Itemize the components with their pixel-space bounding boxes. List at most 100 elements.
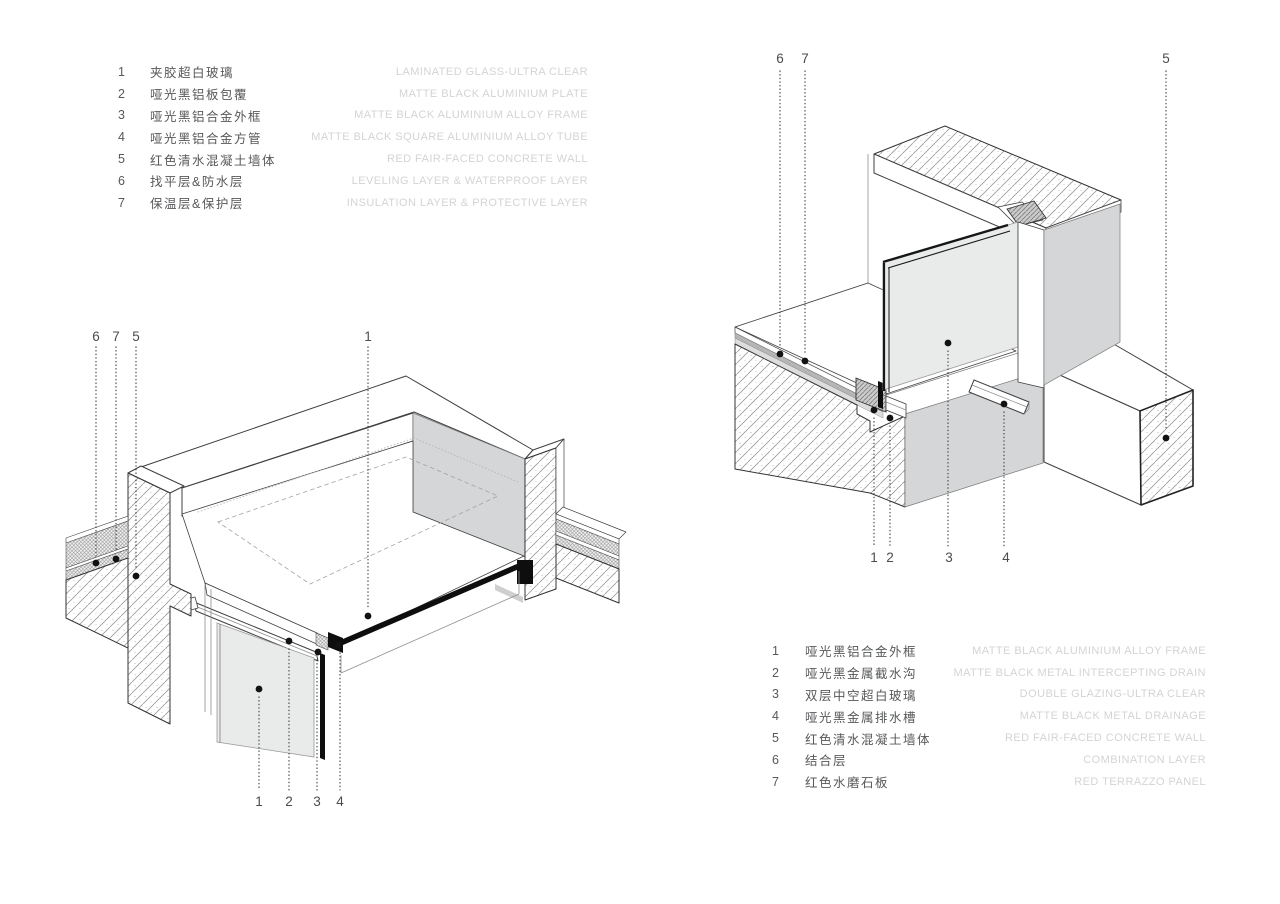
legend-row: 3 双层中空超白玻璃 DOUBLE GLAZING-ULTRA CLEAR bbox=[756, 684, 1206, 706]
legend-item-english: LAMINATED GLASS-ULTRA CLEAR bbox=[395, 65, 588, 78]
legend-item-number: 3 bbox=[772, 687, 779, 702]
glazing-inner-pane-edge bbox=[887, 230, 1011, 269]
legend-row: 2 哑光黑铝板包覆 MATTE BLACK ALUMINIUM PLATE bbox=[100, 83, 588, 105]
intercepting-drain-slot bbox=[885, 395, 907, 419]
concrete-block-end-hatch bbox=[1139, 389, 1194, 506]
legend-row: 2 哑光黑金属截水沟 MATTE BLACK METAL INTERCEPTIN… bbox=[756, 662, 1206, 684]
legend-item-number: 4 bbox=[772, 709, 779, 724]
mullion-strip bbox=[1017, 221, 1045, 389]
legend-row: 4 哑光黑铝合金方管 MATTE BLACK SQUARE ALUMINIUM … bbox=[100, 126, 588, 148]
legend-row: 1 哑光黑铝合金外框 MATTE BLACK ALUMINIUM ALLOY F… bbox=[756, 640, 1206, 662]
legend-row: 1 夹胶超白玻璃 LAMINATED GLASS-ULTRA CLEAR bbox=[100, 61, 588, 83]
right-detail-drawing: 6 7 5 1 2 3 4 bbox=[734, 51, 1194, 565]
legend-item-number: 3 bbox=[118, 108, 125, 123]
legend-item-chinese: 哑光黑铝合金外框 bbox=[805, 645, 918, 660]
recess-shadow bbox=[495, 584, 523, 603]
legend-item-english: MATTE BLACK ALUMINIUM ALLOY FRAME bbox=[972, 644, 1206, 657]
legend-item-number: 5 bbox=[118, 152, 125, 167]
legend-item-chinese: 红色水磨石板 bbox=[805, 776, 890, 791]
callout-label: 5 bbox=[1162, 51, 1170, 66]
drain-slot-line bbox=[885, 401, 907, 411]
legend-item-number: 2 bbox=[772, 665, 779, 680]
leader-dot bbox=[132, 572, 140, 580]
legend-item-chinese: 哑光黑铝合金方管 bbox=[150, 131, 263, 146]
leader-dot bbox=[801, 357, 809, 365]
right-wall-side-strip bbox=[555, 438, 565, 515]
wall-corner-lines bbox=[204, 585, 212, 715]
left-slab-layers bbox=[65, 515, 129, 649]
legend-item-chinese: 哑光黑金属截水沟 bbox=[805, 667, 918, 682]
legend-left: 1 夹胶超白玻璃 LAMINATED GLASS-ULTRA CLEAR 2 哑… bbox=[100, 61, 588, 214]
legend-item-chinese: 红色清水混凝土墙体 bbox=[805, 732, 932, 747]
legend-item-number: 5 bbox=[772, 731, 779, 746]
channel-fold-line bbox=[971, 384, 1030, 415]
glass-edge-bar bbox=[343, 563, 519, 645]
legend-item-english: RED TERRAZZO PANEL bbox=[1074, 775, 1206, 788]
legend-item-english: MATTE BLACK ALUMINIUM PLATE bbox=[399, 87, 588, 100]
leader-dot bbox=[1162, 434, 1170, 442]
legend-item-english: LEVELING LAYER & WATERPROOF LAYER bbox=[351, 174, 588, 187]
legend-item-english: MATTE BLACK METAL INTERCEPTING DRAIN bbox=[953, 666, 1206, 679]
legend-item-chinese: 双层中空超白玻璃 bbox=[805, 688, 918, 703]
callout-label: 3 bbox=[313, 794, 321, 809]
laminated-glass-panel bbox=[216, 622, 315, 758]
frame-stub bbox=[878, 381, 883, 409]
square-tube-end bbox=[517, 560, 533, 584]
leader-dot bbox=[335, 641, 343, 649]
legend-item-number: 4 bbox=[118, 130, 125, 145]
callout-label: 6 bbox=[92, 329, 100, 344]
legend-item-chinese: 哑光黑金属排水槽 bbox=[805, 710, 918, 725]
legend-item-chinese: 哑光黑铝板包覆 bbox=[150, 88, 249, 103]
legend-item-chinese: 找平层&防水层 bbox=[150, 175, 244, 190]
callout-label: 7 bbox=[112, 329, 120, 344]
legend-row: 7 保温层&保护层 INSULATION LAYER & PROTECTIVE … bbox=[100, 192, 588, 214]
legend-item-english: RED FAIR-FACED CONCRETE WALL bbox=[1004, 732, 1206, 745]
double-glazing-panel bbox=[882, 221, 1019, 391]
legend-row: 7 红色水磨石板 RED TERRAZZO PANEL bbox=[756, 771, 1206, 793]
plate-fold-line bbox=[194, 605, 318, 657]
callout-label: 2 bbox=[285, 794, 293, 809]
glazing-bottom-lines bbox=[882, 352, 1019, 397]
legend-row: 5 红色清水混凝土墙体 RED FAIR-FACED CONCRETE WALL bbox=[756, 727, 1206, 749]
floor-slab-concrete-hatch bbox=[734, 343, 906, 508]
legend-item-number: 2 bbox=[118, 86, 125, 101]
soffit-step-lines bbox=[340, 571, 520, 674]
floor-drain-dotted-line bbox=[197, 437, 519, 513]
left-concrete-wall-hatch bbox=[127, 472, 192, 725]
alloy-frame-seat bbox=[315, 632, 329, 651]
slab-concrete-hatch bbox=[65, 557, 129, 649]
legend-row: 6 结合层 COMBINATION LAYER bbox=[756, 749, 1206, 771]
head-frame-block bbox=[1006, 200, 1047, 227]
legend-item-chinese: 保温层&保护层 bbox=[150, 197, 244, 212]
legend-item-english: DOUBLE GLAZING-ULTRA CLEAR bbox=[1019, 688, 1206, 701]
legend-item-chinese: 哑光黑铝合金外框 bbox=[150, 109, 263, 124]
left-detail-drawing: 6 7 5 1 1 2 3 4 bbox=[65, 329, 627, 809]
legend-right: 1 哑光黑铝合金外框 MATTE BLACK ALUMINIUM ALLOY F… bbox=[756, 640, 1206, 793]
leader-dot bbox=[314, 648, 322, 656]
alloy-frame-stripe bbox=[320, 653, 325, 760]
legend-item-english: INSULATION LAYER & PROTECTIVE LAYER bbox=[346, 196, 588, 209]
legend-item-number: 1 bbox=[118, 64, 125, 79]
legend-item-number: 7 bbox=[772, 774, 779, 789]
leader-dot bbox=[886, 414, 894, 422]
legend-row: 6 找平层&防水层 LEVELING LAYER & WATERPROOF LA… bbox=[100, 170, 588, 192]
leader-dot bbox=[255, 685, 263, 693]
callout-label: 4 bbox=[336, 794, 344, 809]
callout-label: 4 bbox=[1002, 550, 1010, 565]
leader-dot bbox=[112, 555, 120, 563]
legend-item-english: MATTE BLACK SQUARE ALUMINIUM ALLOY TUBE bbox=[311, 131, 588, 144]
legend-item-english: RED FAIR-FACED CONCRETE WALL bbox=[386, 153, 588, 166]
callout-label: 5 bbox=[132, 329, 140, 344]
legend-item-chinese: 结合层 bbox=[805, 754, 848, 769]
right-drawing-callouts: 6 7 5 1 2 3 4 bbox=[776, 51, 1170, 565]
legend-row: 5 红色清水混凝土墙体 RED FAIR-FACED CONCRETE WALL bbox=[100, 148, 588, 170]
leader-dot bbox=[776, 350, 784, 358]
leader-dot bbox=[944, 339, 952, 347]
leader-dot bbox=[285, 637, 293, 645]
legend-item-chinese: 夹胶超白玻璃 bbox=[150, 66, 235, 81]
legend-item-english: MATTE BLACK ALUMINIUM ALLOY FRAME bbox=[354, 109, 588, 122]
leader-dot bbox=[870, 406, 878, 414]
legend-item-english: MATTE BLACK METAL DRAINAGE bbox=[1019, 710, 1206, 723]
